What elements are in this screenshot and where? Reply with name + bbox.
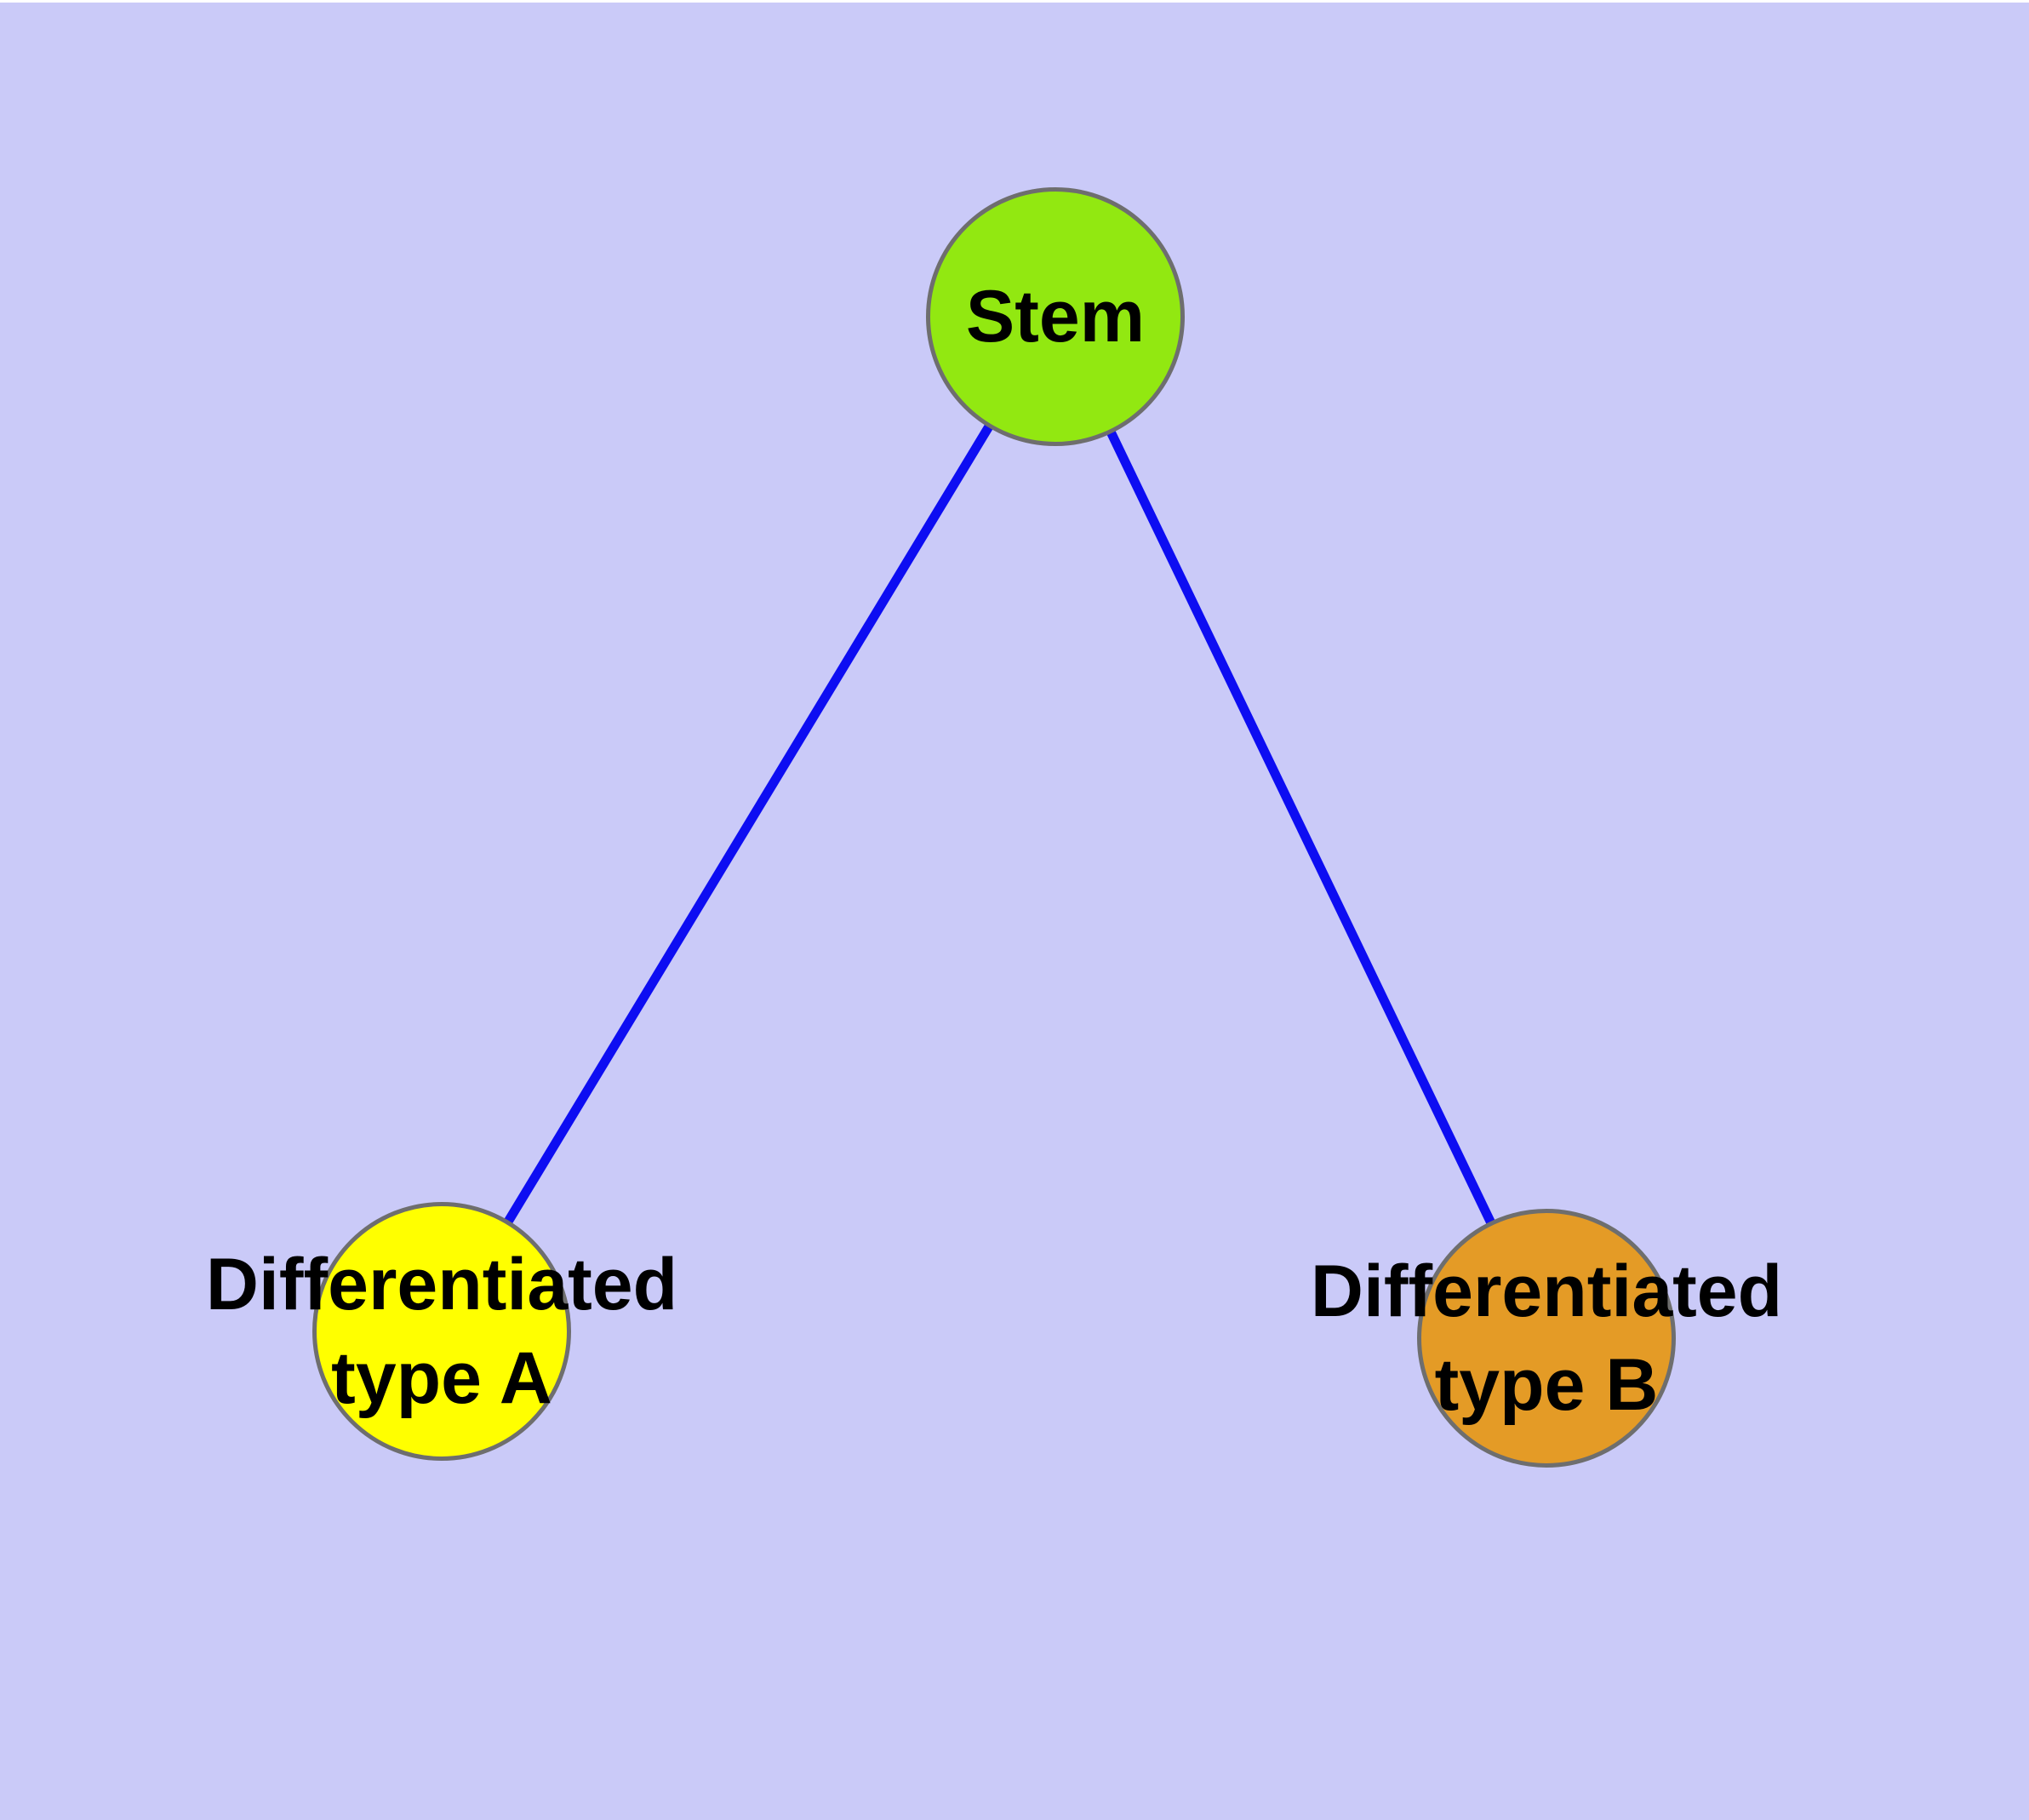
node-differentiated-type-a-circle[interactable]	[312, 1202, 571, 1461]
node-stem-circle[interactable]	[926, 187, 1185, 446]
node-type-a-label-line-1: Differentiated	[205, 1244, 678, 1325]
node-type-b-label-line-1: Differentiated	[1310, 1251, 1783, 1332]
canvas-top-edge	[0, 0, 2029, 3]
node-differentiated-type-b-circle[interactable]	[1417, 1209, 1676, 1468]
node-differentiated-type-a-label: Differentiated type A	[206, 1238, 677, 1425]
node-stem-label-line-1: Stem	[965, 276, 1146, 358]
edge-stem-to-type-b	[1051, 314, 1551, 1341]
node-type-a-label-line-2: type A	[331, 1337, 552, 1419]
edge-stem-to-type-a	[437, 314, 1060, 1334]
node-differentiated-type-b-label: Differentiated type B	[1311, 1245, 1782, 1432]
node-stem-label: Stem	[966, 270, 1145, 363]
node-type-b-label-line-2: type B	[1434, 1344, 1659, 1426]
